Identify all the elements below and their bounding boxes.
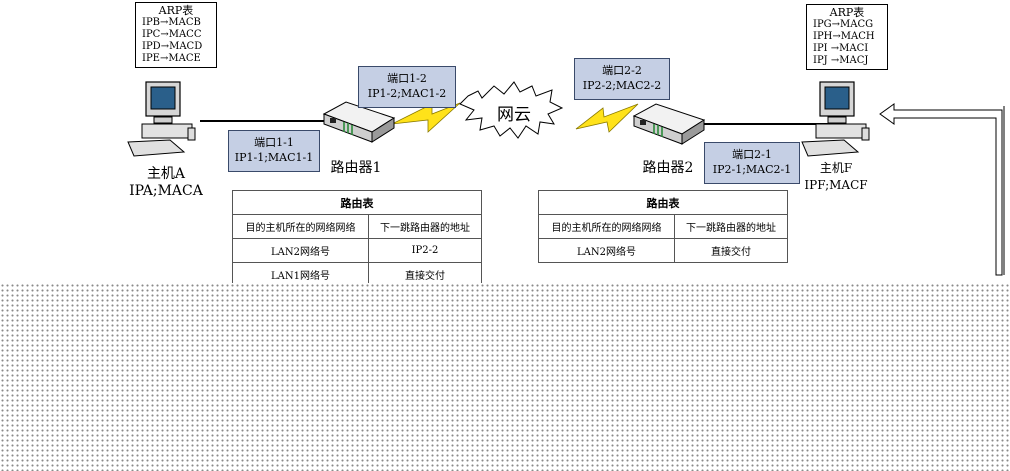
arp-table-hostF: ARP表 IPG→MACG IPH→MACH IPI →MACI IPJ →MA… (806, 4, 888, 70)
hostA-address: IPA;MACA (129, 183, 203, 199)
cloud-shape (459, 81, 564, 139)
computer-icon-hostF (801, 81, 870, 157)
incoming-arrow (879, 103, 1003, 276)
arp-entry: IPG→MACG (813, 19, 874, 30)
router-icon-2 (632, 103, 706, 145)
router2-label: 路由器2 (642, 160, 694, 176)
port-name: 端口2-1 (732, 148, 772, 161)
routing-table-cell: 直接交付 (673, 238, 789, 263)
table-row: LAN2网络号 直接交付 (538, 238, 789, 263)
lightning-bolt-right (575, 103, 639, 133)
port-address: IP1-2;MAC1-2 (367, 87, 447, 100)
port-address: IP2-2;MAC2-2 (582, 79, 662, 92)
arp-entry: IPH→MACH (813, 31, 875, 42)
arp-table-title: ARP表 (158, 4, 194, 17)
routing-table-cell: LAN2网络号 (538, 238, 675, 263)
cloud-label: 网云 (497, 105, 531, 125)
arp-entry: IPC→MACC (142, 29, 202, 40)
router-icon-1 (322, 101, 396, 143)
table-row: LAN2网络号 IP2-2 (232, 238, 483, 263)
arp-entry: IPD→MACD (142, 41, 203, 52)
port-2-2-box: 端口2-2 IP2-2;MAC2-2 (574, 58, 670, 100)
arp-entry: IPE→MACE (142, 53, 201, 64)
arp-entry: IPJ →MACJ (813, 55, 869, 66)
port-1-1-box: 端口1-1 IP1-1;MAC1-1 (228, 130, 320, 172)
hostF-label: 主机F IPF;MACF (804, 160, 868, 194)
routing-table-router1: 路由表 目的主机所在的网络网络 下一跳路由器的地址 LAN2网络号 IP2-2 … (232, 190, 483, 287)
hostF-name: 主机F (819, 161, 853, 175)
port-name: 端口1-1 (254, 136, 294, 149)
port-name: 端口1-2 (387, 72, 427, 85)
router1-label: 路由器1 (330, 160, 382, 176)
routing-table-cell: IP2-2 (367, 238, 483, 263)
routing-table-title: 路由表 (232, 190, 482, 215)
port-2-1-box: 端口2-1 IP2-1;MAC2-1 (704, 142, 800, 184)
hostA-name: 主机A (146, 166, 186, 182)
routing-table-title: 路由表 (538, 190, 788, 215)
dotted-overlay (0, 283, 1010, 471)
computer-icon-hostA (127, 81, 196, 157)
port-name: 端口2-2 (602, 64, 642, 77)
arp-entry: IPI →MACI (813, 43, 869, 54)
hostA-label: 主机A IPA;MACA (126, 166, 206, 200)
routing-table-cell: LAN1网络号 (232, 262, 369, 287)
arp-table-hostA: ARP表 IPB→MACB IPC→MACC IPD→MACD IPE→MACE (135, 2, 217, 68)
routing-table-header: 目的主机所在的网络网络 (232, 214, 369, 239)
arp-entry: IPB→MACB (142, 17, 201, 28)
routing-table-cell: LAN2网络号 (232, 238, 369, 263)
port-address: IP1-1;MAC1-1 (234, 151, 314, 164)
routing-table-header: 下一跳路由器的地址 (673, 214, 789, 239)
port-address: IP2-1;MAC2-1 (712, 163, 792, 176)
arp-table-title: ARP表 (829, 6, 865, 19)
routing-table-header: 下一跳路由器的地址 (367, 214, 483, 239)
routing-table-header: 目的主机所在的网络网络 (538, 214, 675, 239)
hostF-address: IPF;MACF (804, 178, 868, 192)
port-1-2-box: 端口1-2 IP1-2;MAC1-2 (358, 66, 456, 108)
table-row: LAN1网络号 直接交付 (232, 262, 483, 287)
routing-table-router2: 路由表 目的主机所在的网络网络 下一跳路由器的地址 LAN2网络号 直接交付 (538, 190, 789, 263)
